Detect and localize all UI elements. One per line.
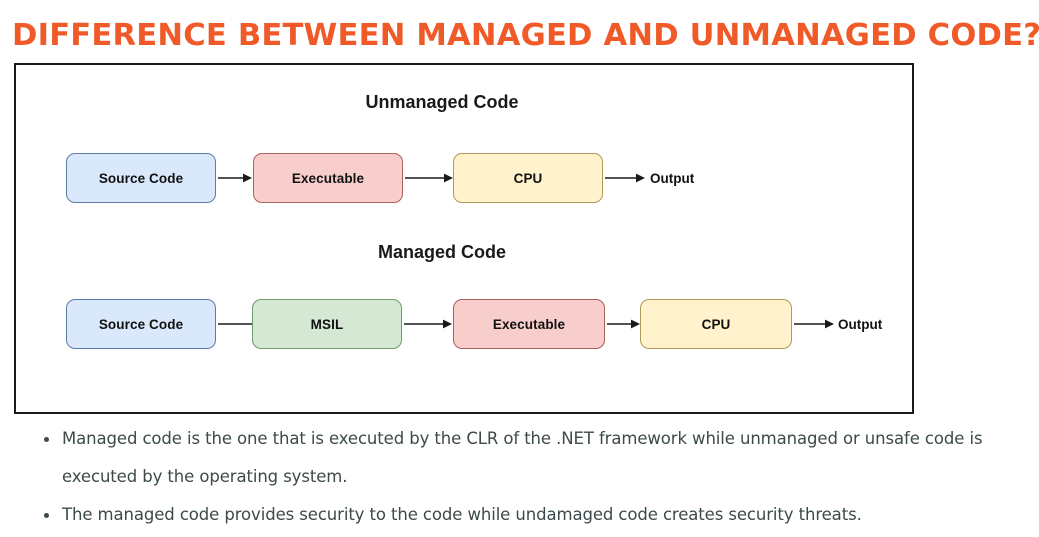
- arrow-unmanaged-2: [405, 173, 453, 183]
- flow-heading-unmanaged: Unmanaged Code: [365, 92, 519, 112]
- flow-node-managed-cpu: CPU: [640, 299, 792, 349]
- note-text: The managed code provides security to th…: [62, 505, 862, 524]
- flow-heading-managed: Managed Code: [377, 242, 507, 262]
- notes-list: Managed code is the one that is executed…: [22, 420, 1032, 534]
- note-text: Managed code is the one that is executed…: [62, 429, 983, 486]
- flow-node-unmanaged-executable: Executable: [253, 153, 403, 203]
- flow-output-label-unmanaged: Output: [650, 171, 695, 186]
- list-item: The managed code provides security to th…: [22, 496, 1032, 534]
- flow-node-unmanaged-source-code: Source Code: [66, 153, 216, 203]
- flow-output-label-managed: Output: [838, 317, 883, 332]
- arrow-managed-3: [607, 319, 640, 329]
- page-title: DIFFERENCE BETWEEN MANAGED AND UNMANAGED…: [12, 18, 1039, 53]
- flow-node-managed-source-code: Source Code: [66, 299, 216, 349]
- list-item: Managed code is the one that is executed…: [22, 420, 1032, 496]
- arrow-unmanaged-3: [605, 173, 645, 183]
- arrow-unmanaged-1: [218, 173, 252, 183]
- flow-node-unmanaged-cpu: CPU: [453, 153, 603, 203]
- flow-node-managed-msil: MSIL: [252, 299, 402, 349]
- arrow-managed-4: [794, 319, 834, 329]
- diagram-frame: Unmanaged Code Source Code Executable CP…: [14, 63, 914, 414]
- flow-node-managed-executable: Executable: [453, 299, 605, 349]
- arrow-managed-2: [404, 319, 452, 329]
